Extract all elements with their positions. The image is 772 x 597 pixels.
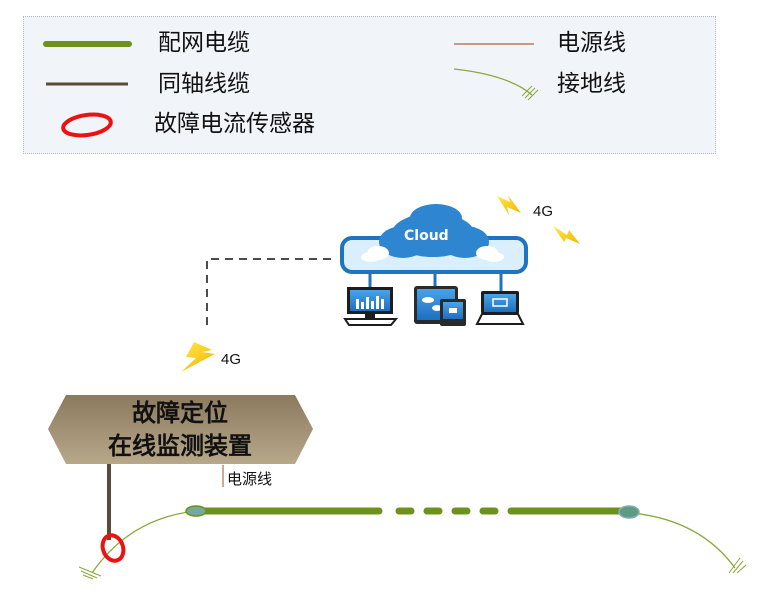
ground-symbol-icon [728, 557, 747, 574]
legend-label-distribution-cable: 配网电缆 [158, 30, 250, 56]
cloud-icon: Cloud [340, 204, 528, 274]
ground-symbol-icon [521, 85, 539, 101]
ground-symbol-icon [78, 566, 102, 580]
cloud-connectors [368, 272, 503, 291]
ground-wire-right [631, 512, 736, 569]
desktop-computer-icon [343, 287, 399, 326]
4g-label-cloud: 4G [533, 203, 554, 220]
legend-label-coax-cable: 同轴线缆 [158, 71, 250, 97]
power-line-label: 电源线 [227, 470, 273, 488]
device-title-line1: 故障定位 [132, 399, 228, 427]
fault-current-sensor [100, 533, 126, 563]
device-tag-shape [48, 395, 313, 464]
phone-icon [440, 299, 466, 326]
cloud-label: Cloud [404, 228, 449, 244]
lightning-icon [553, 226, 580, 244]
4g-label-device: 4G [221, 351, 242, 368]
lightning-icon [181, 342, 215, 372]
ground-wire-left [91, 510, 197, 574]
legend-symbols [43, 41, 539, 138]
wireless-link-line [206, 258, 333, 325]
legend-label-power-line: 电源线 [557, 30, 626, 56]
fault-sensor-swatch [61, 112, 113, 138]
cable-joint-icon [185, 505, 207, 517]
cable-joint-icon [618, 505, 640, 519]
laptop-icon [475, 291, 525, 325]
lightning-icon [497, 195, 521, 215]
legend-label-fault-sensor: 故障电流传感器 [154, 111, 315, 137]
device-title-line2: 在线监测装置 [108, 432, 252, 460]
legend-label-ground-wire: 接地线 [557, 71, 626, 97]
legend-box: 配网电缆 电源线 同轴线缆 接地线 故障电流传感器 [23, 16, 716, 154]
